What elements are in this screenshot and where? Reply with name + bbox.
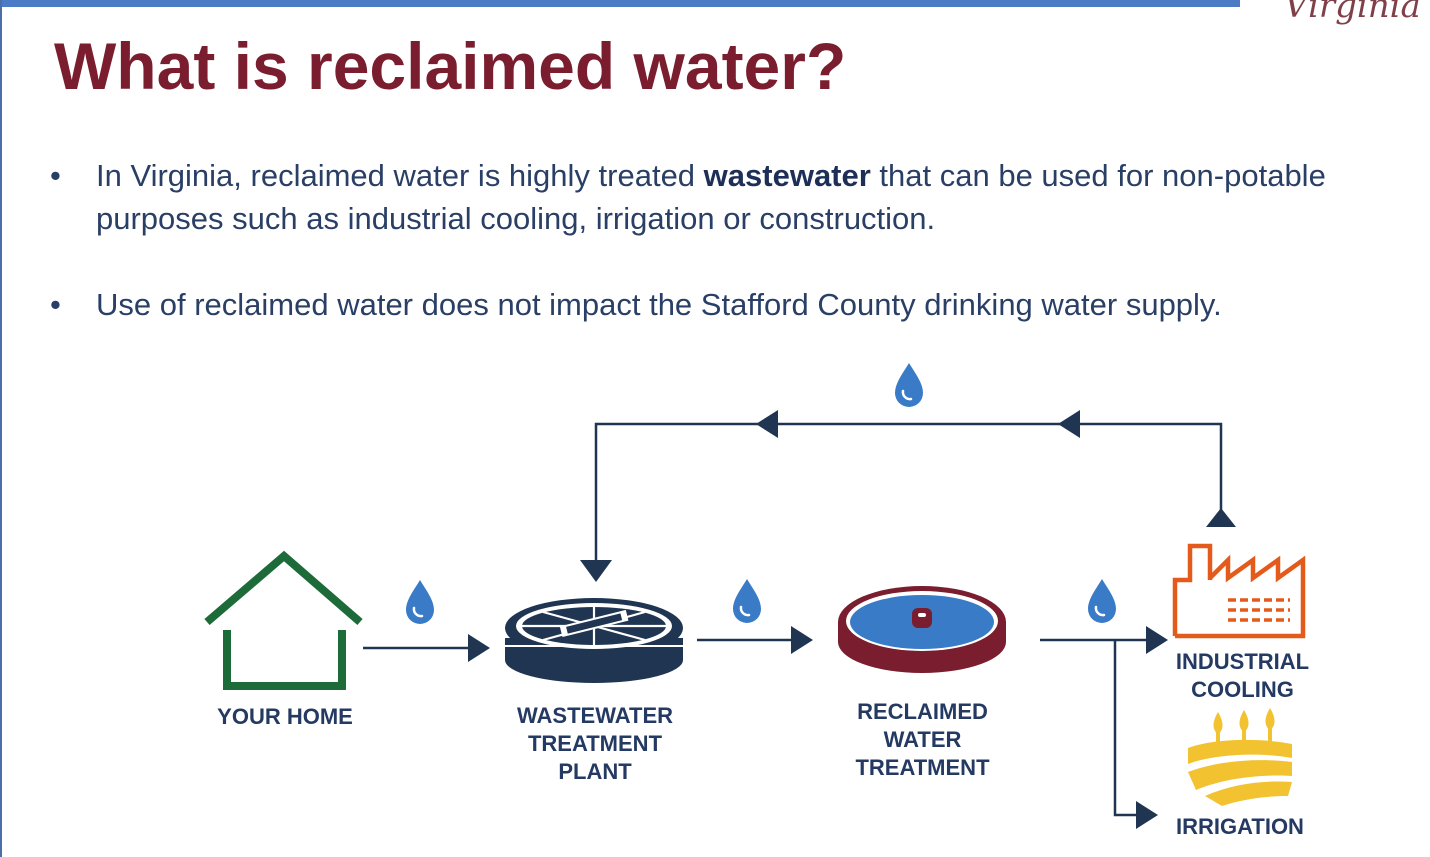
arrowhead-right [1146,626,1168,654]
farm-field-icon [1188,708,1292,806]
bullet-text-part: Use of reclaimed water does not impact t… [96,287,1222,322]
clarifier-icon [838,586,1006,673]
water-drop-icon [731,577,763,625]
water-drop-icon [404,578,436,626]
node-label-industrial-cooling: INDUSTRIAL COOLING [1175,649,1310,702]
bullet-item: • Use of reclaimed water does not impact… [50,283,1410,328]
page-title: What is reclaimed water? [54,29,847,103]
bullet-text: Use of reclaimed water does not impact t… [96,283,1416,326]
bullet-text-part: In Virginia, reclaimed water is highly t… [96,158,704,193]
bullet-item: • In Virginia, reclaimed water is highly… [50,154,1410,244]
arrowhead-right [1136,801,1158,829]
bullet-text-part: that can be used for non-potable purpose… [96,158,1326,236]
house-icon [204,550,363,690]
flow-line-return-loop [594,422,1223,565]
arrowheads [468,410,1236,829]
top-accent-bar [0,0,1240,7]
bullet-emphasis: wastewater [703,158,871,193]
node-label-wastewater-treatment-plant: WASTEWATER TREATMENT PLANT [516,703,674,784]
node-label-your-home: YOUR HOME [217,704,353,729]
water-drop-icon [1086,577,1118,625]
bullet-text: In Virginia, reclaimed water is highly t… [96,154,1416,240]
arrowhead-up [1206,508,1236,527]
arrowhead-right [791,626,813,654]
treatment-plant-icon [505,598,683,683]
node-label-irrigation: IRRIGATION [1176,814,1304,839]
water-drop-icon [893,361,925,409]
arrowhead-right [468,634,490,662]
flow-lines [363,422,1223,817]
arrowhead-left [1058,410,1080,438]
arrowhead-down [580,560,612,582]
factory-icon [1172,543,1306,639]
bullet-marker: • [50,287,61,322]
left-border-rule [0,0,2,857]
node-label-reclaimed-water-treatment: RECLAIMED WATER TREATMENT [855,699,990,780]
bullet-marker: • [50,158,61,193]
virginia-logo: Virginia [1284,0,1421,26]
arrowhead-left [756,410,778,438]
flow-line-branch-irrigation [1113,640,1138,817]
